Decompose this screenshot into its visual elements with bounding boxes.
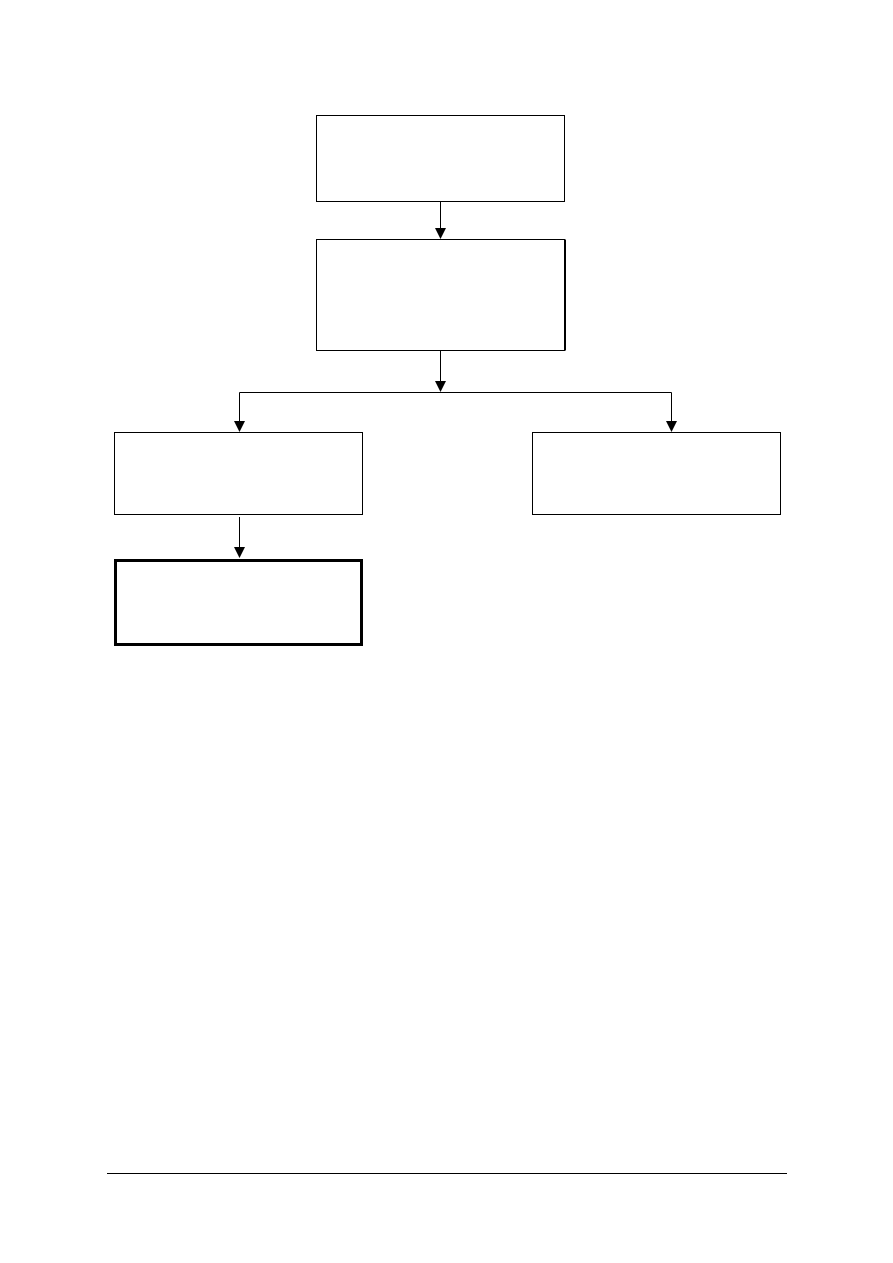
- flowchart-node-1: [316, 115, 565, 202]
- flowchart-node-4: [532, 432, 781, 515]
- arrowhead-split: [435, 381, 446, 392]
- arrowhead-node5: [234, 547, 245, 558]
- flowchart-node-5: [114, 559, 363, 646]
- arrowhead-node2: [435, 228, 446, 239]
- flowchart-node-3: [114, 432, 363, 515]
- arrowhead-node3: [234, 421, 245, 432]
- arrowhead-node4: [666, 421, 677, 432]
- flowchart-node-2: [316, 239, 565, 351]
